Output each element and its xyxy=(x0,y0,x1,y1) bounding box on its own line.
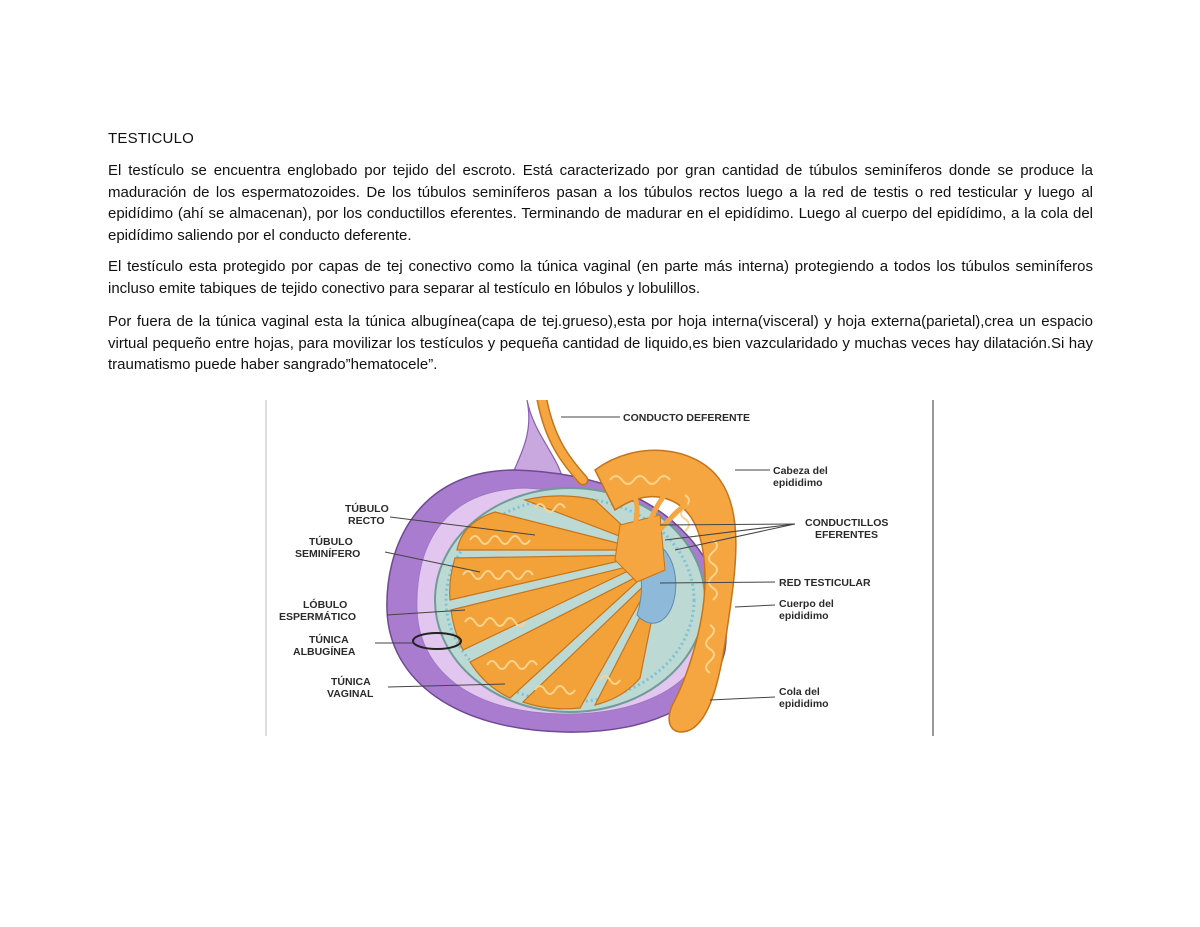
leader-lines xyxy=(375,416,796,701)
seminiferous-tubule-coils xyxy=(462,503,621,695)
label-vaginal-2: VAGINAL xyxy=(327,688,374,700)
testis-diagram-svg: CONDUCTO DEFERENTE Cabeza del epididimo … xyxy=(265,400,934,736)
label-vaginal-1: TÚNICA xyxy=(331,675,371,688)
label-conductillos-2: EFERENTES xyxy=(815,529,878,541)
label-cabeza-epididimo-1: Cabeza del xyxy=(773,465,828,477)
label-conducto-deferente: CONDUCTO DEFERENTE xyxy=(623,412,750,424)
label-tubulo-recto-1: TÚBULO xyxy=(345,502,389,515)
testis-anatomy-diagram: CONDUCTO DEFERENTE Cabeza del epididimo … xyxy=(265,400,935,736)
label-cabeza-epididimo-2: epididimo xyxy=(773,477,823,489)
vas-deferens xyxy=(538,400,587,484)
label-lobulo-2: ESPERMÁTICO xyxy=(279,610,356,623)
label-albuginea-2: ALBUGÍNEA xyxy=(293,645,356,658)
albuginea-highlight-ellipse xyxy=(412,632,462,650)
paragraph-2: El testículo esta protegido por capas de… xyxy=(108,258,1093,297)
label-cola-epididimo-2: epididimo xyxy=(779,698,829,710)
paragraph-3: Por fuera de la túnica vaginal esta la t… xyxy=(108,313,1093,373)
tunica-albuginea-layer xyxy=(444,496,696,704)
label-cuerpo-epididimo-1: Cuerpo del xyxy=(779,598,834,610)
label-albuginea-1: TÚNICA xyxy=(309,633,349,646)
label-tubulo-seminifero-2: SEMINÍFERO xyxy=(295,547,360,560)
paragraph-1: El testículo se encuentra englobado por … xyxy=(108,162,1093,244)
label-red-testicular: RED TESTICULAR xyxy=(779,577,871,589)
document-title: TESTICULO xyxy=(108,130,194,147)
label-cuerpo-epididimo-2: epididimo xyxy=(779,610,829,622)
label-lobulo-1: LÓBULO xyxy=(303,598,347,611)
label-tubulo-seminifero-1: TÚBULO xyxy=(309,535,353,548)
efferent-ductules xyxy=(627,485,688,543)
label-tubulo-recto-2: RECTO xyxy=(348,515,385,527)
label-cola-epididimo-1: Cola del xyxy=(779,686,820,698)
label-conductillos-1: CONDUCTILLOS xyxy=(805,517,888,529)
epididymis xyxy=(594,449,737,733)
